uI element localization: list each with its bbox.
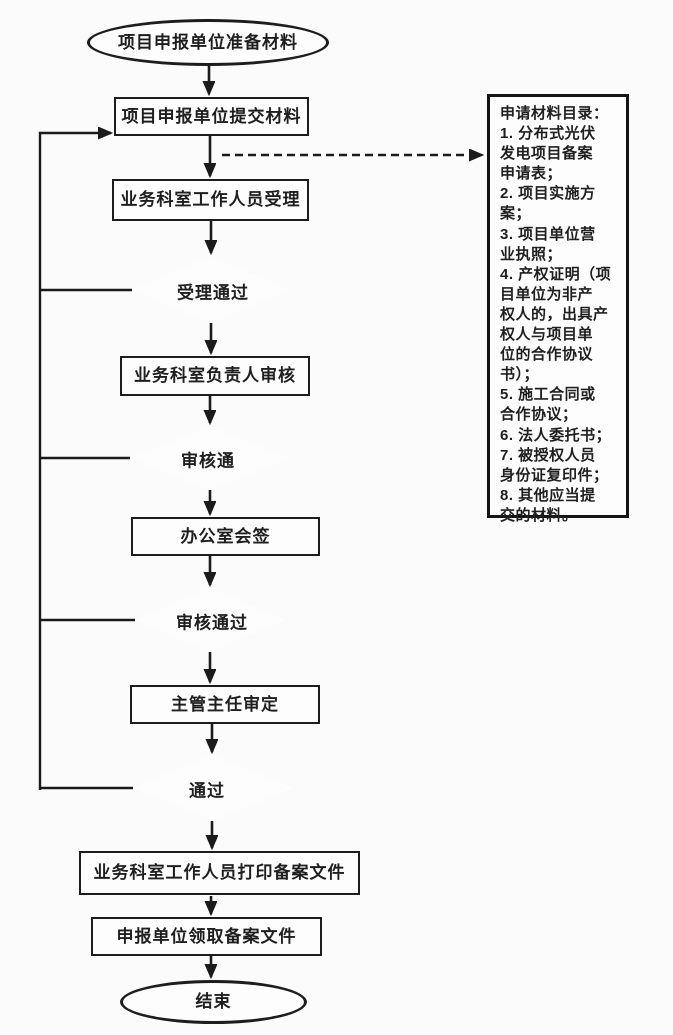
decision3-label: 审核通过: [176, 613, 248, 633]
end-terminator: 结束: [120, 980, 307, 1024]
review-process: 业务科室负责人审核: [120, 356, 310, 396]
countersign-process: 办公室会签: [131, 517, 320, 556]
decision4-label: 通过: [189, 781, 225, 801]
print-label: 业务科室工作人员打印备案文件: [93, 863, 346, 883]
collect-label: 申报单位领取备案文件: [116, 926, 297, 946]
decision4-diamond: [133, 755, 293, 820]
submit-process: 项目申报单位提交材料: [114, 97, 309, 136]
decision1-label: 受理通过: [177, 283, 249, 303]
decision2-label: 审核通: [181, 451, 235, 471]
accept-process: 业务科室工作人员受理: [112, 179, 309, 221]
review-label: 业务科室负责人审核: [134, 366, 296, 386]
decision2-diamond: [130, 426, 290, 490]
start-terminator: 项目申报单位准备材料: [87, 19, 329, 66]
start-label: 项目申报单位准备材料: [118, 32, 298, 52]
submit-label: 项目申报单位提交材料: [121, 106, 302, 126]
collect-process: 申报单位领取备案文件: [91, 917, 322, 956]
countersign-label: 办公室会签: [180, 526, 271, 546]
end-label: 结束: [195, 992, 232, 1012]
edge-feedback-trunk: [38, 133, 111, 790]
decision3-diamond: [135, 588, 285, 652]
materials-list-panel: 申请材料目录： 1. 分布式光伏 发电项目备案 申请表； 2. 项目实施方 案；…: [487, 94, 629, 524]
director-process: 主管主任审定: [130, 685, 320, 724]
decision1-diamond: [132, 256, 290, 323]
materials-list-text: 申请材料目录： 1. 分布式光伏 发电项目备案 申请表； 2. 项目实施方 案；…: [500, 105, 612, 524]
director-label: 主管主任审定: [171, 694, 279, 714]
print-process: 业务科室工作人员打印备案文件: [79, 851, 360, 895]
accept-label: 业务科室工作人员受理: [120, 190, 301, 210]
